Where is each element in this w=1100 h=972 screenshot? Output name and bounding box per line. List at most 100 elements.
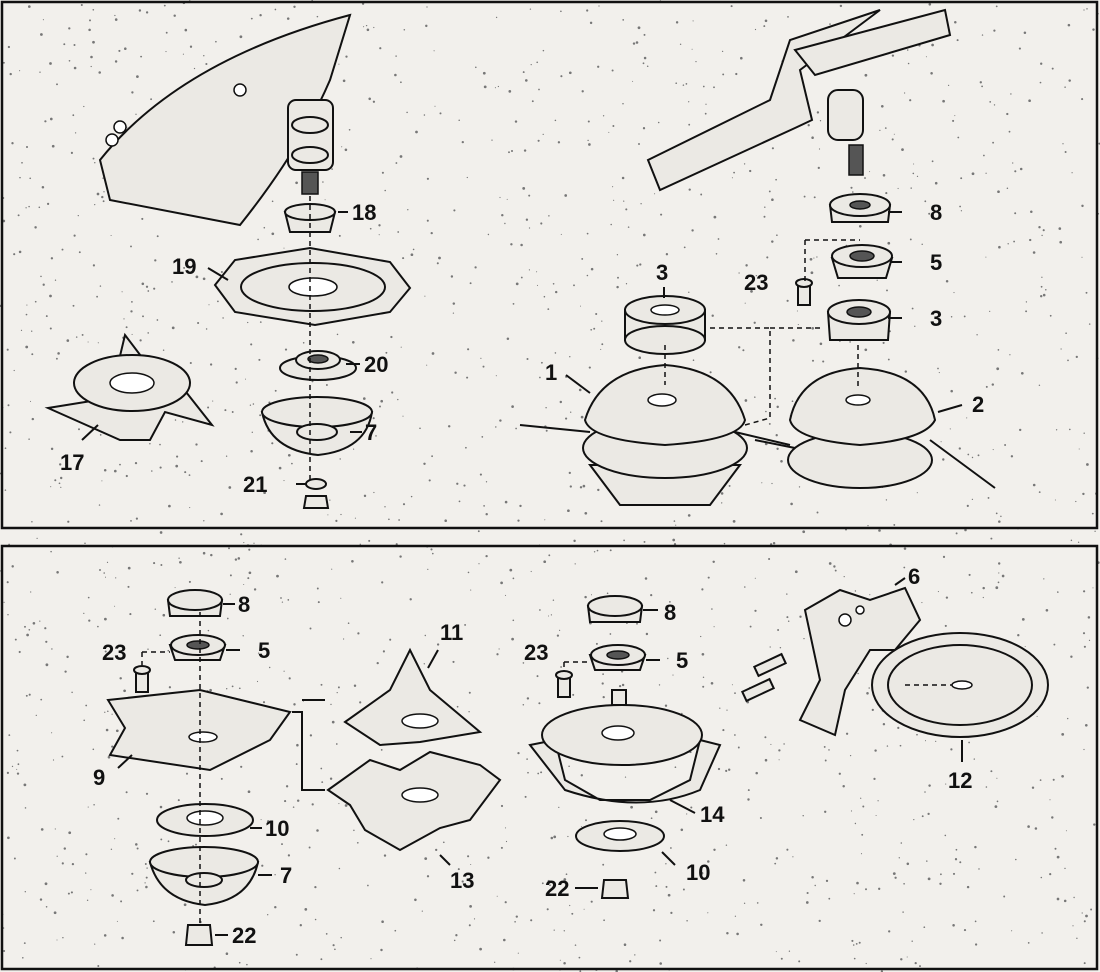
- speckle-dot: [850, 186, 853, 189]
- speckle-dot: [499, 196, 501, 199]
- label-5-mid: 5: [676, 648, 688, 673]
- speckle-dot: [438, 256, 441, 260]
- speckle-dot: [589, 21, 593, 25]
- speckle-dot: [220, 777, 223, 780]
- speckle-dot: [796, 310, 798, 312]
- speckle-dot: [1041, 932, 1043, 934]
- speckle-dot: [93, 804, 95, 806]
- speckle-dot: [556, 634, 560, 637]
- speckle-dot: [508, 151, 510, 154]
- speckle-dot: [702, 85, 705, 88]
- speckle-dot: [388, 518, 390, 521]
- speckle-dot: [529, 8, 532, 10]
- part-10-left: [156, 803, 254, 837]
- speckle-dot: [981, 34, 984, 36]
- speckle-dot: [240, 533, 243, 536]
- speckle-dot: [456, 482, 459, 485]
- label-23-top: 23: [744, 270, 768, 295]
- speckle-dot: [220, 512, 223, 516]
- speckle-dot: [669, 601, 671, 603]
- speckle-dot: [546, 653, 548, 655]
- label-leaders-bottom: [117, 577, 963, 936]
- speckle-dot: [481, 436, 484, 438]
- speckle-dot: [1038, 491, 1041, 493]
- speckle-dot: [985, 786, 988, 788]
- speckle-dot: [525, 218, 529, 221]
- speckle-dot: [590, 328, 593, 331]
- speckle-dot: [1049, 799, 1051, 801]
- speckle-dot: [906, 956, 908, 958]
- speckle-dot: [347, 622, 350, 624]
- speckle-dot: [1040, 62, 1043, 65]
- callout-labels-bottom: 8 5 23 9 10 7 22 11 13 8 23 5 14 10 22 6…: [93, 564, 972, 948]
- speckle-dot: [394, 73, 397, 77]
- speckle-dot: [879, 129, 881, 132]
- speckle-dot: [426, 177, 429, 180]
- speckle-dot: [771, 147, 774, 150]
- speckle-dot: [316, 829, 319, 832]
- speckle-dot: [44, 882, 48, 886]
- speckle-dot: [754, 609, 757, 612]
- speckle-dot: [954, 21, 957, 24]
- speckle-dot: [189, 361, 192, 365]
- speckle-dot: [379, 405, 381, 408]
- speckle-dot: [775, 951, 777, 953]
- speckle-dot: [587, 120, 590, 123]
- speckle-dot: [114, 605, 116, 607]
- speckle-dot: [701, 588, 704, 591]
- speckle-dot: [54, 479, 57, 482]
- speckle-dot: [806, 891, 809, 895]
- speckle-dot: [717, 767, 721, 771]
- speckle-dot: [263, 226, 266, 229]
- speckle-dot: [1032, 251, 1036, 254]
- speckle-dot: [372, 100, 376, 103]
- speckle-dot: [465, 446, 467, 449]
- speckle-dot: [1081, 204, 1084, 208]
- speckle-dot: [903, 92, 906, 94]
- speckle-dot: [424, 634, 427, 637]
- speckle-dot: [940, 873, 942, 876]
- speckle-dot: [353, 684, 357, 688]
- part-7-top: [260, 396, 374, 457]
- speckle-dot: [26, 633, 29, 637]
- part-12-saw-blade: [871, 632, 1049, 738]
- speckle-dot: [568, 765, 570, 767]
- speckle-dot: [240, 765, 243, 768]
- speckle-dot: [477, 530, 480, 533]
- speckle-dot: [541, 882, 544, 885]
- speckle-dot: [340, 597, 342, 599]
- speckle-dot: [886, 289, 888, 292]
- speckle-dot: [28, 628, 31, 631]
- speckle-dot: [994, 805, 998, 808]
- speckle-dot: [293, 703, 296, 706]
- speckle-dot: [111, 894, 114, 897]
- speckle-dot: [120, 900, 123, 903]
- speckle-dot: [701, 652, 705, 656]
- speckle-dot: [855, 943, 858, 945]
- speckle-dot: [50, 257, 54, 260]
- speckle-dot: [985, 385, 988, 388]
- speckle-dot: [586, 274, 589, 277]
- speckle-dot: [598, 5, 600, 7]
- speckle-dot: [452, 660, 455, 663]
- speckle-dot: [103, 191, 105, 193]
- speckle-dot: [17, 214, 20, 217]
- speckle-dot: [867, 524, 869, 527]
- speckle-dot: [909, 238, 912, 241]
- speckle-dot: [710, 681, 714, 685]
- speckle-dot: [692, 359, 695, 361]
- speckle-dot: [606, 592, 609, 595]
- part-23-bottom-mid: [555, 670, 573, 698]
- speckle-dot: [336, 691, 338, 694]
- speckle-dot: [195, 843, 197, 846]
- speckle-dot: [985, 172, 987, 174]
- speckle-dot: [687, 514, 691, 517]
- speckle-dot: [887, 241, 891, 245]
- speckle-dot: [1025, 301, 1028, 303]
- speckle-dot: [843, 575, 845, 578]
- speckle-dot: [331, 168, 333, 170]
- speckle-dot: [284, 348, 288, 351]
- speckle-dot: [910, 577, 913, 580]
- speckle-dot: [928, 3, 932, 6]
- speckle-dot: [127, 585, 130, 588]
